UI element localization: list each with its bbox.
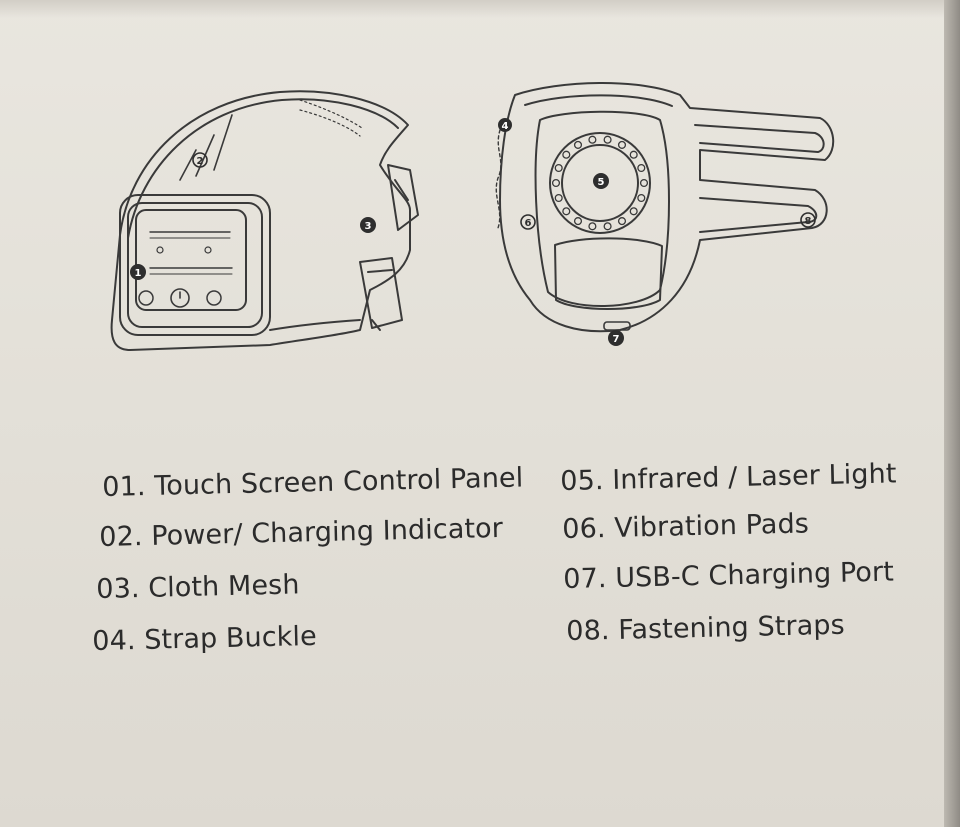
legend-item-04: 04. Strap Buckle xyxy=(92,620,318,657)
led-dot xyxy=(603,135,612,144)
led-dot xyxy=(588,135,597,144)
device-exterior-drawing xyxy=(110,90,419,351)
marker-5: 5 xyxy=(593,173,609,189)
legend-item-03: 03. Cloth Mesh xyxy=(96,569,300,605)
led-dot xyxy=(562,207,571,216)
led-dot xyxy=(603,222,612,231)
led-dot xyxy=(639,178,649,188)
led-dot xyxy=(637,163,646,173)
marker-2-label: 2 xyxy=(197,156,204,167)
led-dots xyxy=(551,135,649,231)
marker-3-label: 3 xyxy=(365,221,372,232)
box-top-shadow xyxy=(0,0,944,18)
led-dot xyxy=(562,150,571,159)
led-dot xyxy=(617,140,627,149)
marker-8-label: 8 xyxy=(805,216,812,227)
led-dot xyxy=(554,163,563,173)
led-dot xyxy=(588,222,597,231)
marker-6-label: 6 xyxy=(525,218,532,229)
marker-4: 4 xyxy=(498,118,512,132)
led-dot xyxy=(629,207,638,216)
led-dot xyxy=(637,193,646,203)
marker-8: 8 xyxy=(800,212,816,228)
led-dot xyxy=(617,217,627,226)
marker-5-label: 5 xyxy=(598,177,605,188)
led-dot xyxy=(629,150,638,159)
legend-item-06: 06. Vibration Pads xyxy=(562,508,810,545)
marker-4-label: 4 xyxy=(502,121,509,132)
marker-2: 2 xyxy=(192,152,208,168)
legend-item-08: 08. Fastening Straps xyxy=(566,609,846,647)
marker-1-label: 1 xyxy=(135,268,142,279)
marker-7: 7 xyxy=(608,330,624,346)
led-dot xyxy=(551,178,561,188)
device-interior-drawing xyxy=(495,82,835,333)
marker-3: 3 xyxy=(360,217,376,233)
led-dot xyxy=(573,217,583,226)
box-side-edge xyxy=(944,0,960,827)
marker-7-label: 7 xyxy=(613,334,620,345)
marker-6: 6 xyxy=(520,214,536,230)
led-dot xyxy=(573,140,583,149)
marker-1: 1 xyxy=(130,264,146,280)
led-dot xyxy=(554,193,563,203)
